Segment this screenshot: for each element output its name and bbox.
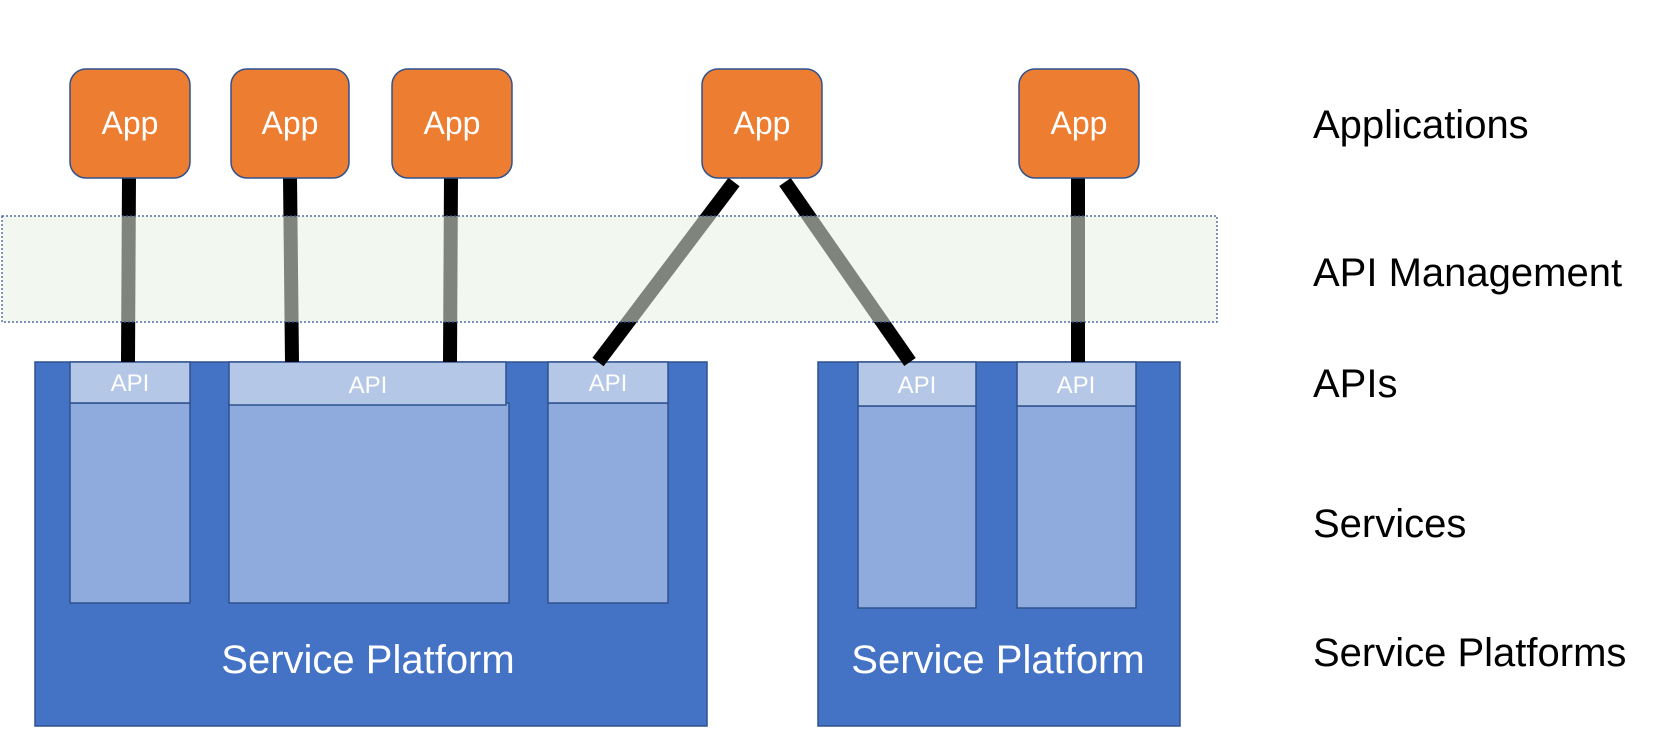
api-header [857,361,977,407]
app-box [69,68,191,179]
layer-label-apis: APIs [1313,362,1397,406]
api-label: API [589,370,628,397]
app-box [701,68,823,179]
apps [69,68,1140,179]
layer-label-service-platforms: Service Platforms [1313,631,1626,675]
app-box [391,68,513,179]
platform-label: Service Platform [221,638,514,682]
service-platform-2 [817,361,1181,727]
app-labels: App App App App App [102,105,1108,141]
service-box [547,402,669,604]
api-header [547,361,669,404]
api-header [1016,361,1137,407]
app-label: App [262,105,319,141]
app-box [1018,68,1140,179]
app-label: App [102,105,159,141]
app-label: App [734,105,791,141]
app-box [230,68,350,179]
platform-labels: Service Platform Service Platform [221,638,1144,682]
service-box [1016,405,1137,609]
service-box [857,405,977,609]
api-management-band [1,215,1218,323]
layer-label-services: Services [1313,502,1466,546]
layer-labels: Applications API Management APIs Service… [1313,103,1626,675]
api-header [228,361,507,406]
layer-label-api-management: API Management [1313,251,1622,295]
api-header [69,361,191,404]
platform-label: Service Platform [851,638,1144,682]
service-box [69,402,191,604]
api-labels: API API API API API [111,370,1096,399]
api-label: API [898,372,937,399]
layer-label-applications: Applications [1313,103,1529,147]
app-label: App [424,105,481,141]
app-label: App [1051,105,1108,141]
service-box [228,402,510,604]
api-label: API [349,372,388,399]
api-label: API [111,370,150,397]
api-label: API [1057,372,1096,399]
service-platform-1 [34,361,708,727]
